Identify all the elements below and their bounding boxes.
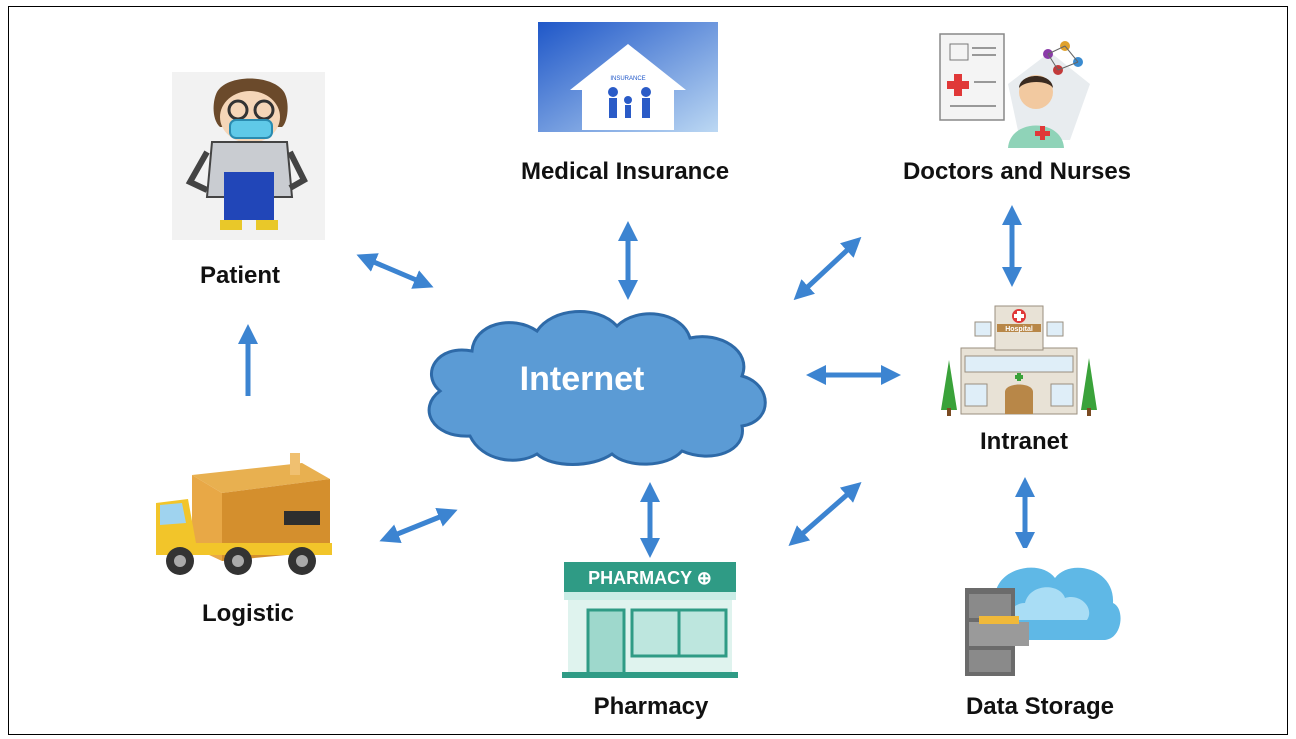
internet-cloud-icon [412,296,782,468]
arrow-patient-internet [356,253,434,289]
patient-label: Patient [199,262,281,289]
data-storage-icon [955,548,1125,678]
medical-insurance-icon: INSURANCE [538,22,718,132]
arrow-pharmacy-intranet [788,482,862,546]
pharmacy-sign: PHARMACY ⊕ [588,568,712,588]
arrow-logistic-internet [379,507,458,544]
pharmacy-store-icon: PHARMACY ⊕ [562,562,738,678]
data-storage-label: Data Storage [965,693,1115,720]
logistic-label: Logistic [201,600,295,627]
internet-label: Internet [519,360,645,398]
pharmacy-label: Pharmacy [593,693,709,720]
patient-icon [172,72,325,240]
logistic-truck-icon [152,443,338,581]
hospital-intranet-icon: Hospital [935,300,1103,418]
doctors-nurses-icon [930,22,1098,148]
arrow-doctors-internet [793,236,862,301]
doctors-nurses-label: Doctors and Nurses [902,158,1132,185]
intranet-label: Intranet [979,428,1069,455]
medical-insurance-label: Medical Insurance [520,158,730,185]
insurance-sign: INSURANCE [610,76,645,82]
hospital-sign: Hospital [1005,326,1033,333]
